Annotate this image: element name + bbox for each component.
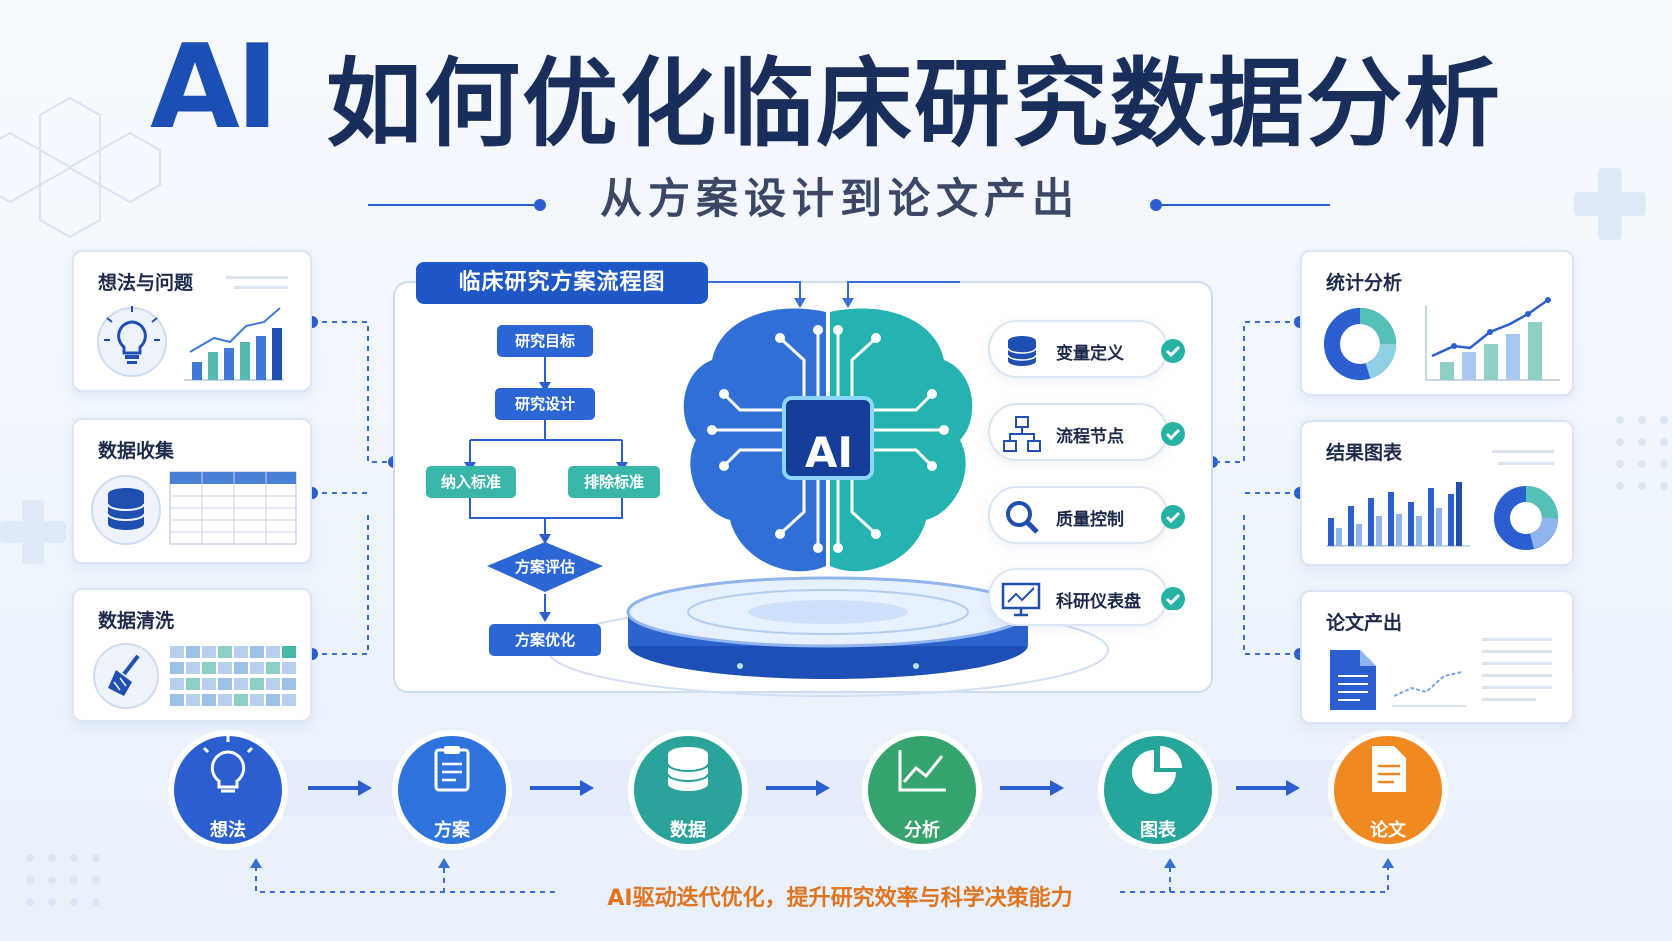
database-icon <box>91 471 297 545</box>
database-icon <box>1007 336 1037 366</box>
feature-flow-nodes: 流程节点 <box>988 403 1168 461</box>
flow-node-design: 研究设计 <box>495 388 595 420</box>
feedback-arrowheads <box>250 858 1394 868</box>
step-charts <box>1098 730 1218 850</box>
flowchart-title: 临床研究方案流程图 <box>416 262 708 304</box>
line-chart-icon <box>898 750 946 792</box>
ai-platform <box>547 576 1109 697</box>
feature-label: 流程节点 <box>1056 427 1124 447</box>
subtitle-rule <box>368 199 1330 211</box>
step-data <box>628 730 748 850</box>
check-icon <box>1161 505 1185 529</box>
step-label-data: 数据 <box>670 820 706 841</box>
flow-node-exclusion: 排除标准 <box>568 466 660 498</box>
decision-diamond <box>487 542 603 592</box>
card-title: 论文产出 <box>1326 612 1403 634</box>
dot-grid <box>26 416 1668 906</box>
bar-chart-icon <box>1326 450 1558 550</box>
left-connectors <box>312 321 392 655</box>
donut-chart-icon <box>1324 297 1560 381</box>
step-idea <box>168 730 288 850</box>
feature-variable-definition: 变量定义 <box>988 320 1168 378</box>
card-result-charts: 结果图表 <box>1300 420 1574 566</box>
brain-graphic <box>683 308 973 572</box>
title-ai: AI <box>150 20 279 155</box>
feedback-loop <box>255 866 1389 893</box>
step-label-plan: 方案 <box>434 820 470 841</box>
check-icon <box>1161 339 1185 363</box>
step-label-paper: 论文 <box>1370 820 1406 841</box>
step-label-idea: 想法 <box>210 820 246 841</box>
card-title: 数据收集 <box>98 440 175 462</box>
dashboard-icon <box>1001 582 1041 617</box>
brain-arrows <box>708 281 960 300</box>
check-icon <box>1161 587 1185 610</box>
card-data-cleaning: 数据清洗 <box>72 588 312 722</box>
flow-node-optimize: 方案优化 <box>489 624 601 656</box>
card-title: 数据清洗 <box>98 610 175 632</box>
broom-icon <box>93 643 296 709</box>
step-analysis <box>862 730 982 850</box>
card-paper-output: 论文产出 <box>1300 590 1574 724</box>
flowchart-lines <box>469 357 623 614</box>
pie-chart-icon <box>1132 746 1182 794</box>
feature-label: 质量控制 <box>1056 510 1124 530</box>
page-title: 如何优化临床研究数据分析 <box>326 48 1502 160</box>
hexagon-pattern <box>0 96 161 239</box>
step-label-charts: 图表 <box>1140 820 1176 841</box>
step-paper <box>1328 730 1448 850</box>
card-idea: 想法与问题 <box>72 250 312 392</box>
flow-node-goal: 研究目标 <box>497 325 593 357</box>
bottom-caption: AI驱动迭代优化，提升研究效率与科学决策能力 <box>607 886 1073 911</box>
step-label-analysis: 分析 <box>904 820 940 841</box>
document-icon <box>1330 638 1552 710</box>
document-icon <box>1372 746 1406 792</box>
lightbulb-icon <box>97 276 288 381</box>
card-data-collection: 数据收集 <box>72 418 312 564</box>
check-badges <box>1161 339 1185 610</box>
card-title: 想法与问题 <box>98 272 194 294</box>
flow-node-evaluation: 方案评估 <box>514 558 575 576</box>
magnifier-icon <box>1006 501 1039 534</box>
feature-label: 变量定义 <box>1056 344 1124 364</box>
card-title: 结果图表 <box>1326 442 1403 464</box>
feature-label: 科研仪表盘 <box>1056 592 1141 612</box>
process-arrows <box>308 780 1300 796</box>
clipboard-icon <box>434 746 470 792</box>
database-icon <box>667 747 709 791</box>
lightbulb-icon <box>202 736 254 793</box>
card-title: 统计分析 <box>1326 272 1403 294</box>
feature-quality-control: 质量控制 <box>988 486 1168 544</box>
ai-chip-label: AI <box>804 428 854 477</box>
step-plan <box>392 730 512 850</box>
flow-node-inclusion: 纳入标准 <box>426 466 516 498</box>
flow-nodes-icon <box>1003 416 1041 452</box>
check-icon <box>1161 422 1185 446</box>
page-subtitle: 从方案设计到论文产出 <box>599 174 1080 223</box>
card-statistics: 统计分析 <box>1300 250 1574 396</box>
plus-decor <box>0 168 1646 564</box>
